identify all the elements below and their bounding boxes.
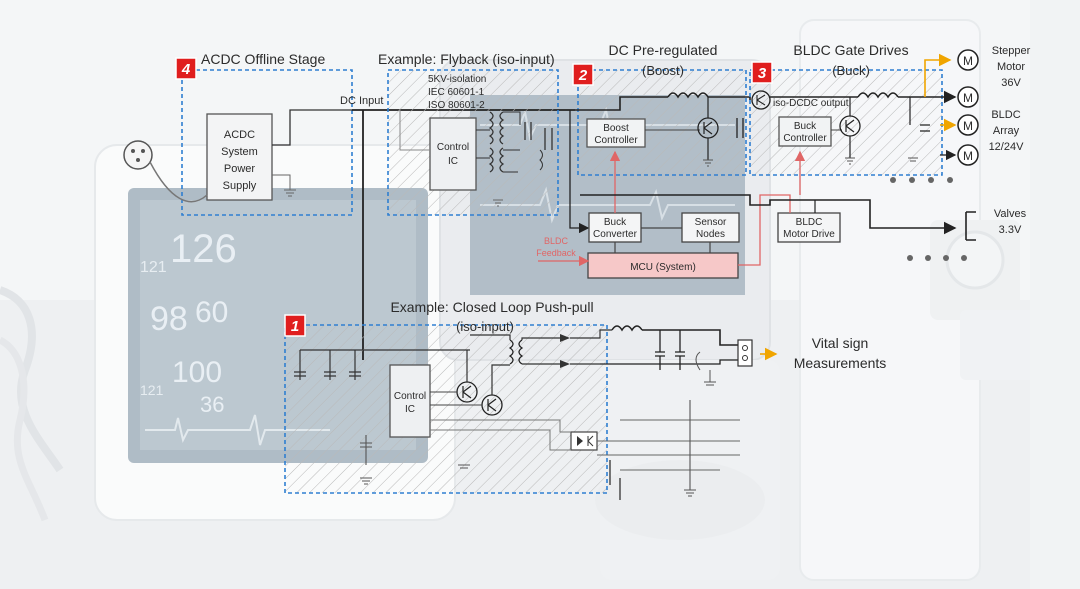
bldc-gate-badge [751,61,773,84]
iso-dcdc-label: iso-DCDC output [773,98,849,109]
acdc-block-line-2: System [221,146,258,158]
pushpull-stage-subtitle: (iso-input) [456,319,514,334]
boost-stage-title: DC Pre-regulated [609,42,718,58]
buck-controller-block [778,116,832,147]
pushpull-stage-title: Example: Closed Loop Push-pull [390,299,593,315]
boost-controller-line-2: Controller [594,135,638,146]
stepper-label-3: 36V [1001,77,1021,89]
bldc-motor-symbol-2: M [963,119,973,133]
bldc-gate-badge-number: 3 [758,65,767,82]
acdc-stage: 4 ACDC Offline Stage ACDC System Power S… [123,51,353,216]
bldc-gate-stage-title: BLDC Gate Drives [793,42,908,58]
mcu-block [587,252,739,279]
bldc-array-label-1: BLDC [991,109,1020,121]
boost-stage-subtitle: (Boost) [642,63,684,78]
flyback-note-1: 5KV-isolation [428,74,486,85]
bldc-motor-icon-3: M [957,144,979,166]
monitor-value-6: 121 [140,382,164,398]
stepper-motor-icon: M [957,49,979,71]
valves-label-2: 3.3V [999,224,1022,236]
sensor-nodes-line-2: Nodes [696,229,725,240]
bldc-gate-stage-subtitle: (Buck) [832,63,870,78]
stepper-motor-symbol: M [963,54,973,68]
bldc-array-label-3: 12/24V [989,141,1025,153]
buck-converter-block [588,212,642,243]
mcu-label: MCU (System) [630,262,696,273]
buck-converter-line-2: Converter [593,229,638,240]
bldc-motor-symbol-1: M [963,91,973,105]
dc-input-label: DC Input [340,95,383,107]
flyback-note-3: ISO 80601-2 [428,100,485,111]
sensor-nodes-line-1: Sensor [695,217,727,228]
bldc-motor-symbol-3: M [963,149,973,163]
bldc-feedback-line-1: BLDC [544,236,569,246]
acdc-power-supply-block [206,113,273,201]
ac-plug-icon [123,140,208,203]
boost-controller-line-1: Boost [603,123,629,134]
acdc-badge [175,57,197,80]
monitor-value-4: 60 [195,296,228,329]
acdc-block-line-1: ACDC [224,129,255,141]
pushpull-stage: 1 Example: Closed Loop Push-pull (iso-in… [284,299,887,500]
pushpull-control-ic [389,364,431,438]
monitor-value-5: 100 [172,356,222,389]
monitor-value-1: 126 [170,227,237,271]
flyback-control-line-2: IC [448,156,458,167]
acdc-stage-box [181,69,353,216]
boost-badge [572,63,594,86]
bldc-motor-drive-line-1: BLDC [796,217,823,228]
iso-switch-icon [751,90,771,110]
system-blocks: Buck Converter Sensor Nodes BLDC Motor D… [536,150,1027,279]
output-connector-icon [737,339,753,367]
bldc-motor-drive-block [777,212,841,243]
vital-sign-line-2: Measurements [794,355,887,371]
bldc-motor-drive-line-2: Motor Drive [783,229,835,240]
stepper-label-1: Stepper [992,45,1031,57]
bldc-array-label-2: Array [993,125,1020,137]
bldc-gate-stage: 3 BLDC Gate Drives (Buck) iso-DCDC outpu… [749,42,953,183]
monitor-value-2: 121 [140,259,167,276]
monitor-value-7: 36 [200,392,224,417]
acdc-badge-number: 4 [181,61,191,78]
acdc-block-line-4: Supply [223,180,257,192]
vital-sign-line-1: Vital sign [812,335,869,351]
pushpull-stage-box [284,324,608,494]
pushpull-control-line-2: IC [405,404,415,415]
optocoupler-icon [570,431,598,451]
buck-controller-line-2: Controller [783,133,827,144]
stepper-label-2: Motor [997,61,1025,73]
flyback-note-2: IEC 60601-1 [428,87,485,98]
flyback-control-line-1: Control [437,142,469,153]
boost-controller-block [586,118,646,148]
flyback-stage: Example: Flyback (iso-input) 5KV-isolati… [378,51,559,216]
acdc-block-line-3: Power [224,163,256,175]
motor-outputs: M M M M Stepper Motor 36V BLDC Array 12/… [924,45,1031,166]
boost-badge-number: 2 [578,67,588,84]
bldc-motor-icon-1: M [957,86,979,108]
valves-label-1: Valves [994,208,1027,220]
bldc-motor-icon-2: M [957,114,979,136]
pushpull-badge [284,314,306,337]
acdc-stage-title: ACDC Offline Stage [201,51,325,67]
bldc-feedback-line-2: Feedback [536,248,576,258]
flyback-stage-title: Example: Flyback (iso-input) [378,51,555,67]
pushpull-control-line-1: Control [394,391,426,402]
buck-controller-line-1: Buck [794,121,817,132]
flyback-control-ic [429,117,477,191]
monitor-value-3: 98 [150,300,188,338]
buck-converter-line-1: Buck [604,217,627,228]
pushpull-badge-number: 1 [291,318,299,335]
